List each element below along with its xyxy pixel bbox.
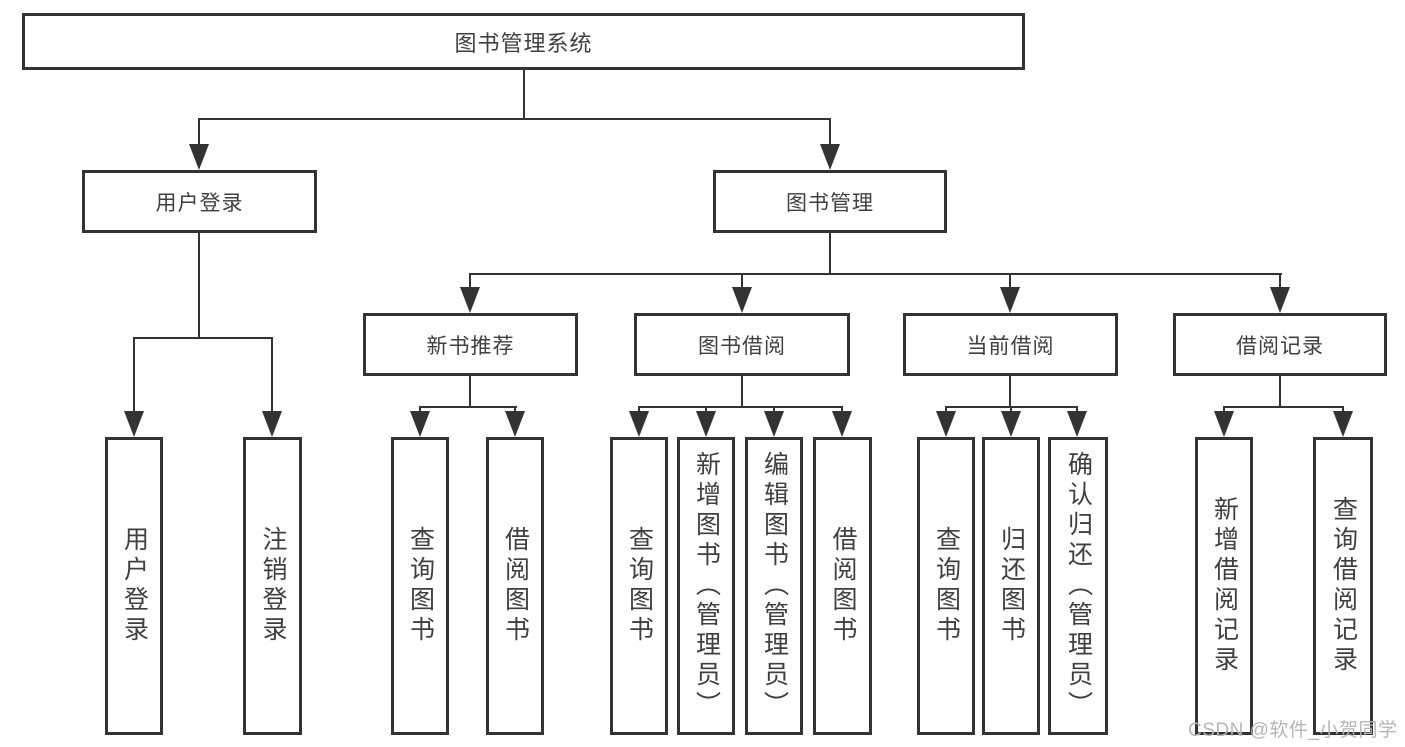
node-book-management: 图书管理 <box>713 170 947 233</box>
connector-vline <box>469 273 471 289</box>
connector-vline <box>841 406 843 414</box>
arrow-down-icon <box>696 411 716 437</box>
connector-vline <box>1342 406 1344 414</box>
connector-vline <box>1009 376 1011 408</box>
connector-hline <box>469 273 1282 275</box>
node-library-management-system: 图书管理系统 <box>22 13 1025 70</box>
arrow-down-icon <box>124 411 144 437</box>
arrow-down-icon <box>1001 411 1021 437</box>
connector-vline <box>945 406 947 414</box>
node-book-borrowing: 图书借阅 <box>634 313 850 376</box>
node-borrowing-records: 借阅记录 <box>1173 313 1387 376</box>
node-current-borrowing: 当前借阅 <box>903 313 1118 376</box>
node-return-books: 归还图书 <box>982 437 1040 735</box>
connector-vline <box>829 233 831 275</box>
connector-hline <box>1223 406 1344 408</box>
connector-vline <box>1279 376 1281 408</box>
arrow-down-icon <box>629 411 649 437</box>
node-user-login-leaf: 用户登录 <box>105 437 163 735</box>
watermark: CSDN @软件_小贺同学 <box>1188 720 1398 741</box>
node-query-books-2: 查询图书 <box>610 437 668 735</box>
connector-vline <box>198 233 200 339</box>
connector-vline <box>198 118 200 146</box>
connector-hline <box>419 406 517 408</box>
node-edit-books-admin: 编辑图书（管理员） <box>745 437 803 735</box>
connector-vline <box>638 406 640 414</box>
connector-vline <box>829 118 831 146</box>
arrow-down-icon <box>1000 287 1020 313</box>
arrow-down-icon <box>1270 287 1290 313</box>
connector-vline <box>1223 406 1225 414</box>
arrow-down-icon <box>505 411 525 437</box>
arrow-down-icon <box>460 287 480 313</box>
arrow-down-icon <box>189 144 209 170</box>
arrow-down-icon <box>832 411 852 437</box>
node-user-login: 用户登录 <box>82 170 317 233</box>
connector-vline <box>1009 273 1011 289</box>
connector-vline <box>523 70 525 120</box>
arrow-down-icon <box>820 144 840 170</box>
node-borrow-books-1: 借阅图书 <box>486 437 544 735</box>
connector-vline <box>773 406 775 414</box>
connector-vline <box>705 406 707 414</box>
arrow-down-icon <box>262 411 282 437</box>
connector-hline <box>638 406 843 408</box>
connector-vline <box>741 273 743 289</box>
connector-vline <box>419 406 421 414</box>
connector-vline <box>514 406 516 414</box>
node-new-book-recommendation: 新书推荐 <box>363 313 578 376</box>
arrow-down-icon <box>410 411 430 437</box>
connector-vline <box>1279 273 1281 289</box>
node-query-books-3: 查询图书 <box>917 437 975 735</box>
node-borrow-books-2: 借阅图书 <box>813 437 872 735</box>
connector-hline <box>133 337 273 339</box>
connector-vline <box>1010 406 1012 414</box>
arrow-down-icon <box>764 411 784 437</box>
connector-vline <box>741 376 743 408</box>
node-add-books-admin: 新增图书（管理员） <box>677 437 735 735</box>
node-logout: 注销登录 <box>243 437 302 735</box>
connector-vline <box>271 337 273 415</box>
arrow-down-icon <box>936 411 956 437</box>
node-query-borrowing-record: 查询借阅记录 <box>1313 437 1373 735</box>
connector-hline <box>198 118 831 120</box>
connector-vline <box>1076 406 1078 414</box>
node-confirm-return-admin: 确认归还（管理员） <box>1048 437 1108 735</box>
arrow-down-icon <box>732 287 752 313</box>
connector-vline <box>469 376 471 408</box>
arrow-down-icon <box>1333 411 1353 437</box>
arrow-down-icon <box>1067 411 1087 437</box>
connector-vline <box>133 337 135 415</box>
node-add-borrowing-record: 新增借阅记录 <box>1195 437 1253 735</box>
arrow-down-icon <box>1214 411 1234 437</box>
node-query-books-1: 查询图书 <box>391 437 449 735</box>
